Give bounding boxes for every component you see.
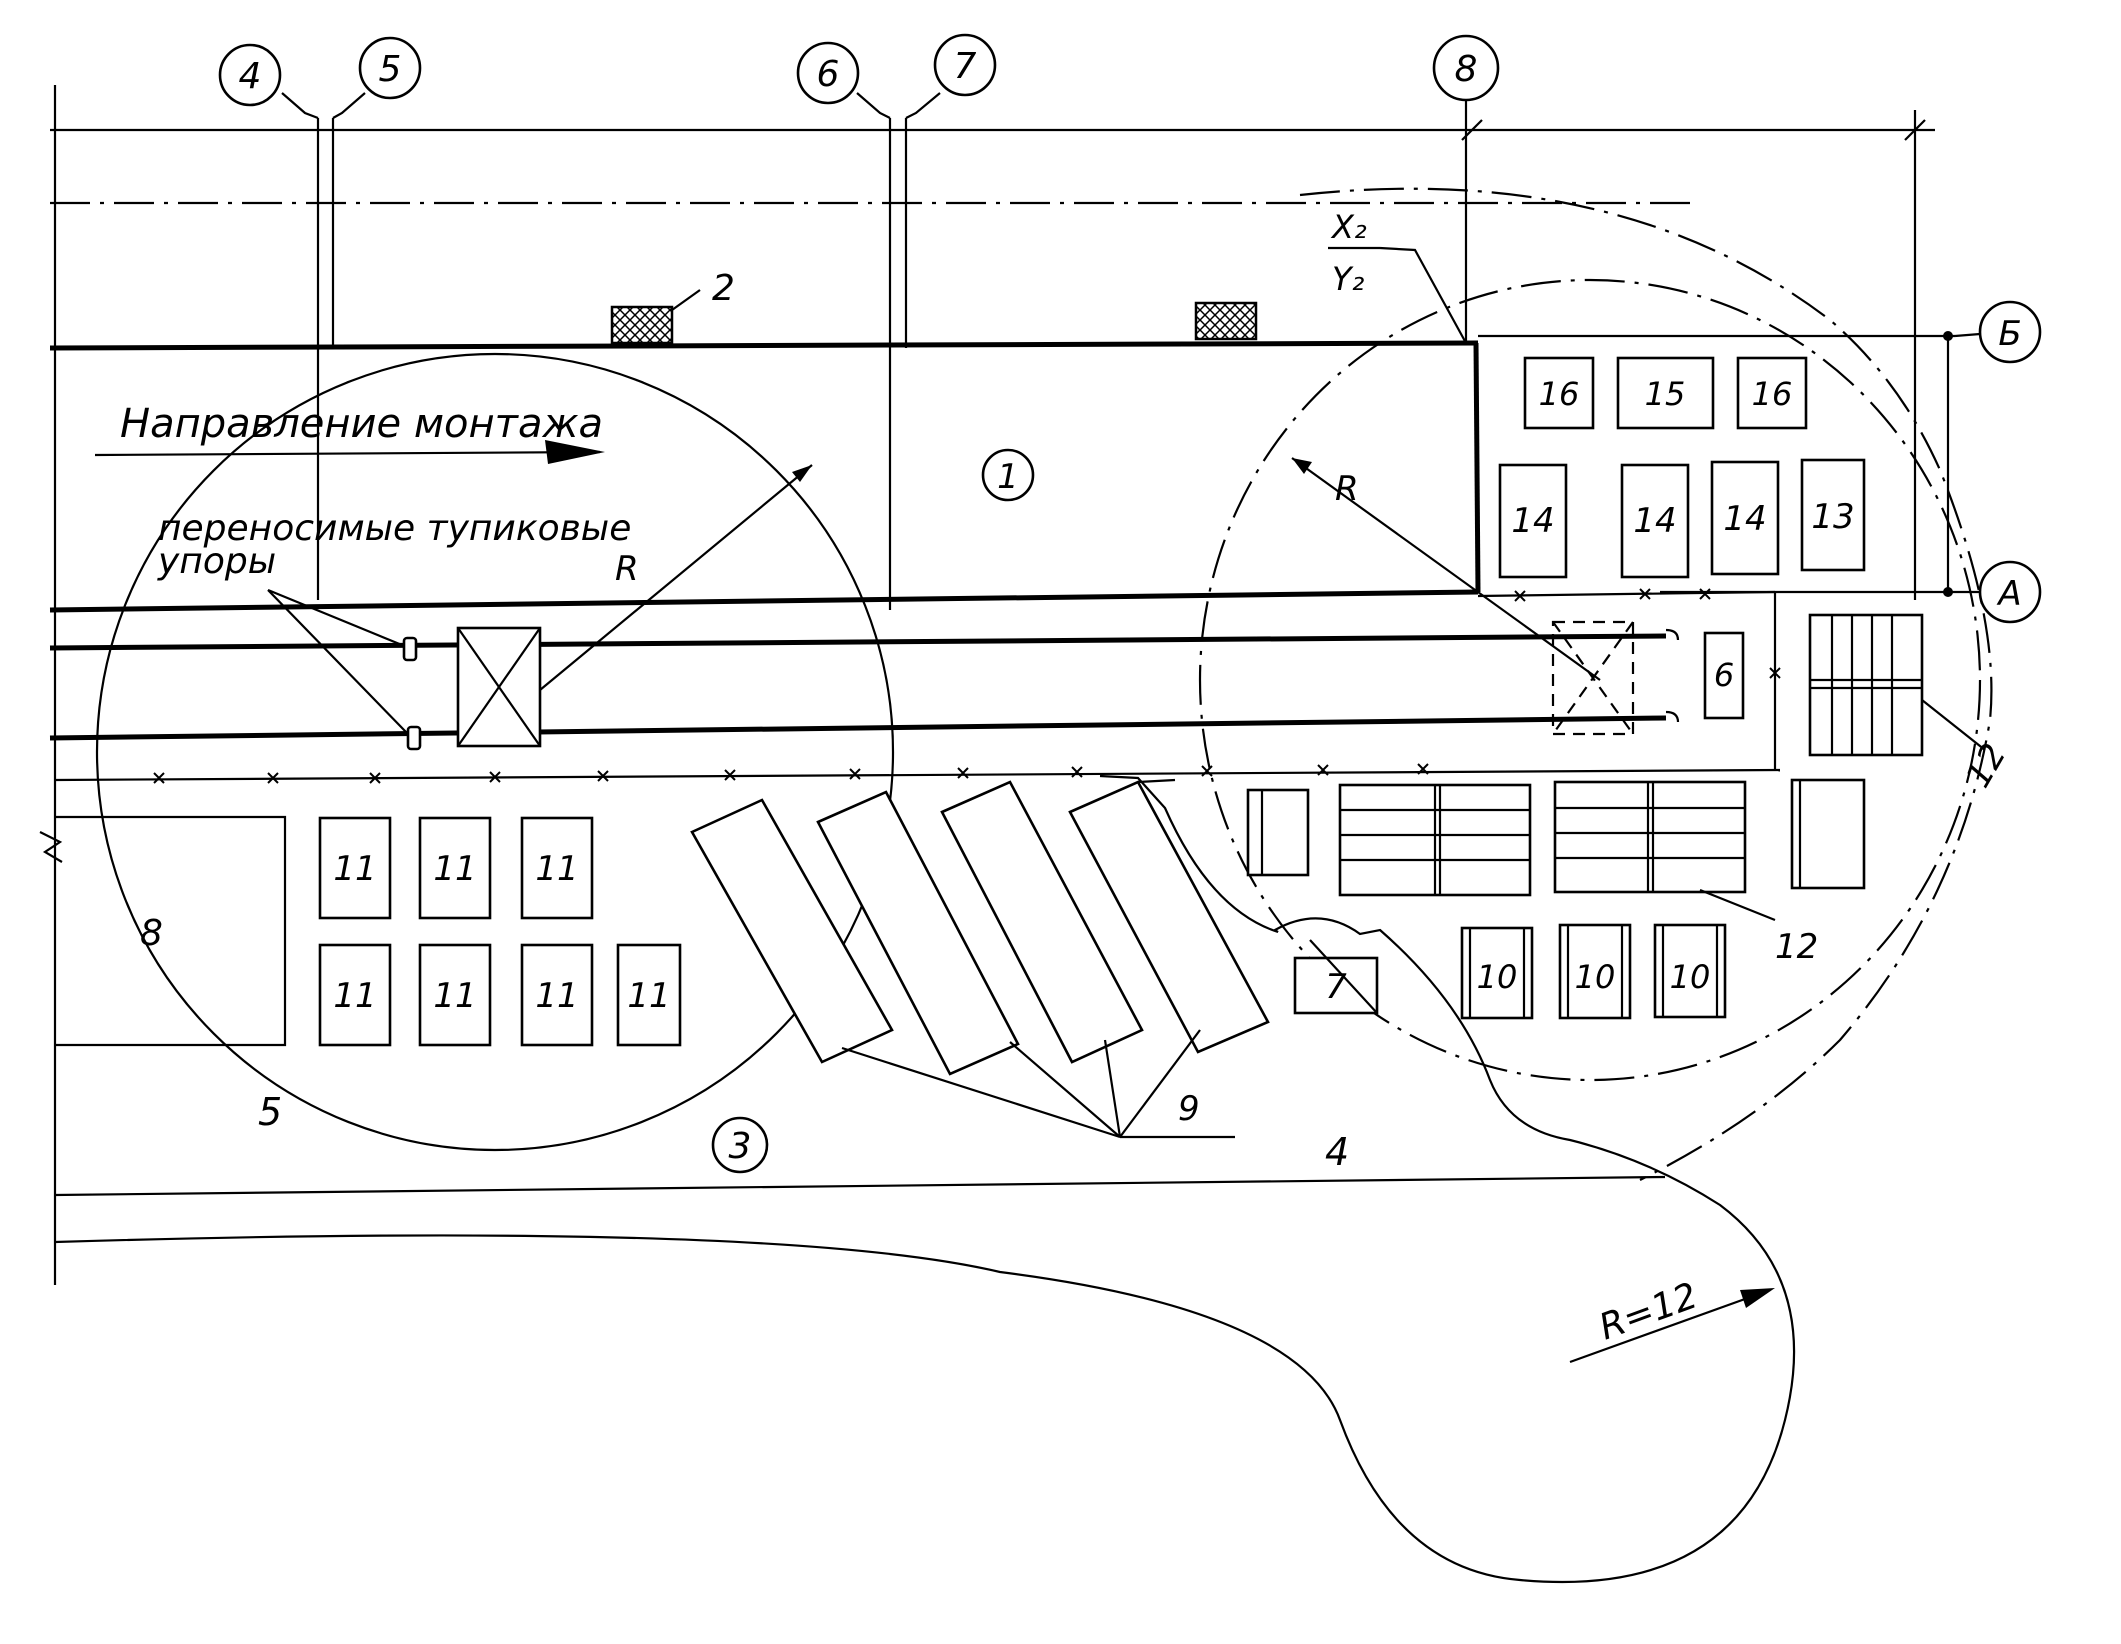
element-row-16-15: 16 15 16: [1523, 356, 1808, 430]
svg-text:14: 14: [1633, 501, 1676, 541]
element-stacks-12: 12: [1246, 778, 1866, 967]
break-mark: [39, 831, 63, 863]
svg-text:11: 11: [627, 976, 670, 1016]
svg-text:11: 11: [333, 849, 376, 889]
crane-position-right: [1551, 620, 1635, 736]
svg-text:6: 6: [1714, 656, 1734, 694]
svg-text:10: 10: [1670, 958, 1711, 996]
label-5: 5: [258, 1090, 282, 1134]
radius-label-right: R: [1335, 469, 1359, 509]
stops-label-line2: упоры: [157, 541, 276, 582]
crane-zone-left: [95, 352, 895, 1152]
axis-bubble-5: 5: [358, 36, 422, 100]
svg-text:12: 12: [1775, 927, 1818, 967]
svg-text:13: 13: [1811, 497, 1854, 537]
svg-text:7: 7: [1325, 967, 1347, 1007]
wall-top: [49, 340, 1479, 351]
road-edge-upper: [54, 1175, 1666, 1197]
svg-text:3: 3: [729, 1126, 752, 1167]
label-2: 2: [712, 268, 735, 309]
zone-3-marker: 3: [711, 1116, 769, 1174]
crane-position-left: [456, 626, 542, 748]
svg-text:11: 11: [433, 849, 476, 889]
axis-bubble-4: 4: [218, 43, 282, 107]
fence-x-marks: [153, 588, 1781, 784]
element-6: [1703, 631, 1745, 720]
hatched-block-right: [1194, 301, 1258, 341]
axis-bubble-B: Б: [1978, 300, 2042, 364]
svg-text:А: А: [1996, 574, 2021, 614]
svg-text:12: 12: [1958, 737, 2014, 794]
crane-rail-lower: [49, 715, 1667, 741]
element-stacks-11: 11 11 11 11 11 11 11: [318, 816, 682, 1047]
storage-area-8: [55, 815, 287, 1047]
svg-text:14: 14: [1723, 499, 1766, 539]
svg-text:14: 14: [1511, 501, 1554, 541]
axis-bubble-7: 7: [933, 33, 997, 97]
svg-text:10: 10: [1575, 958, 1616, 996]
element-stack-12-right: 12: [1808, 613, 2014, 795]
axis-bubble-A: А: [1978, 560, 2042, 624]
radius-12-label: R=12: [1594, 1275, 1703, 1348]
svg-text:1: 1: [997, 457, 1019, 497]
svg-text:16: 16: [1539, 375, 1580, 413]
svg-text:10: 10: [1477, 958, 1518, 996]
element-stacks-10: 10 10 10: [1460, 923, 1727, 1020]
svg-text:11: 11: [535, 976, 578, 1016]
road-turnaround: [54, 774, 1796, 1584]
wall-right: [1473, 342, 1481, 593]
svg-text:11: 11: [433, 976, 476, 1016]
slanted-elements-9: 9: [690, 778, 1270, 1139]
hatched-block-left: [610, 305, 674, 345]
svg-text:4: 4: [239, 56, 262, 97]
coord-y: Y₂: [1332, 260, 1365, 298]
crane-rail-upper: [49, 633, 1667, 651]
svg-text:6: 6: [817, 54, 840, 95]
label-9: 9: [1178, 1089, 1200, 1129]
svg-text:16: 16: [1752, 375, 1793, 413]
svg-text:15: 15: [1645, 375, 1686, 413]
svg-text:8: 8: [1455, 49, 1478, 90]
coord-x: X₂: [1330, 208, 1367, 246]
svg-text:5: 5: [379, 49, 402, 90]
zone-1-marker: 1: [981, 448, 1035, 502]
crane-fence: [54, 768, 1781, 782]
label-4: 4: [1325, 1130, 1349, 1174]
crane-zone-right: [1198, 278, 1982, 1082]
svg-text:Б: Б: [1998, 314, 2021, 354]
svg-text:11: 11: [333, 976, 376, 1016]
stops-label-line1: переносимые тупиковые: [158, 508, 631, 549]
wall-bottom: [49, 589, 1479, 613]
axis-bubble-8: 8: [1432, 34, 1500, 102]
label-8: 8: [140, 913, 163, 954]
danger-zone-outline: [1299, 187, 1993, 1181]
radius-label-left: R: [615, 549, 639, 589]
element-row-14-13: 14 14 14 13: [1498, 458, 1866, 579]
svg-text:11: 11: [535, 849, 578, 889]
direction-label: Направление монтажа: [120, 401, 603, 447]
svg-text:7: 7: [954, 46, 977, 87]
axis-bubble-6: 6: [796, 41, 860, 105]
